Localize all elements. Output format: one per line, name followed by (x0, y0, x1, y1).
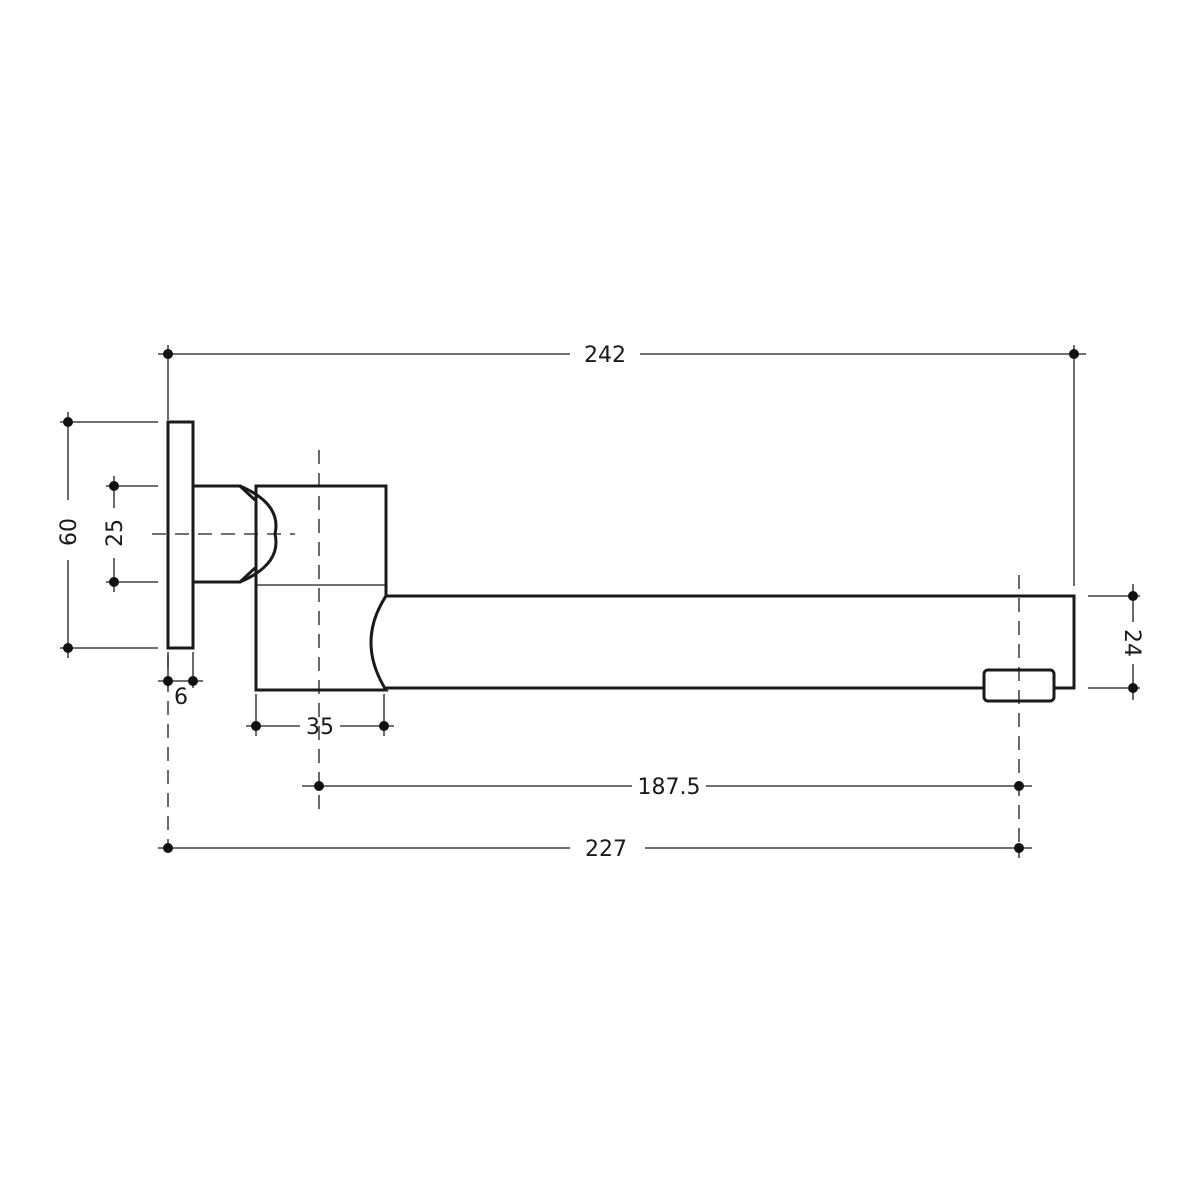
dim-label-connector-height: 25 (103, 519, 128, 547)
dim-endpoint (1069, 349, 1079, 359)
spout-outline (166, 420, 1076, 703)
dim-label-spout-height: 24 (1119, 629, 1144, 657)
dimension-flange-thickness: 6 (158, 676, 203, 710)
dim-endpoint (1128, 591, 1138, 601)
dimension-connector-height: 25 (103, 476, 128, 592)
dimension-axis-to-outlet: 187.5 (302, 775, 1032, 800)
dim-label-flange-height: 60 (57, 518, 82, 546)
dim-endpoint (109, 577, 119, 587)
dim-endpoint (251, 721, 261, 731)
dim-endpoint (1128, 683, 1138, 693)
dim-endpoint (63, 643, 73, 653)
body-block (254, 484, 389, 692)
dim-endpoint (188, 676, 198, 686)
dim-label-overall-length: 242 (584, 343, 626, 368)
dimension-overall-length: 242 (158, 343, 1086, 368)
dim-endpoint (63, 417, 73, 427)
dimension-spout-height: 24 (1119, 584, 1144, 700)
dim-label-wall-to-outlet: 227 (585, 837, 627, 862)
dim-label-flange-thickness: 6 (174, 685, 188, 710)
dimension-wall-to-outlet: 227 (158, 837, 1032, 862)
dim-endpoint (163, 843, 173, 853)
dim-endpoint (379, 721, 389, 731)
dim-endpoint (314, 781, 324, 791)
dimension-body-depth: 35 (246, 715, 394, 740)
dim-endpoint (109, 481, 119, 491)
dim-label-body-depth: 35 (306, 715, 334, 740)
spout-pipe (386, 594, 1076, 690)
dim-endpoint (1014, 843, 1024, 853)
wall-flange (166, 420, 195, 650)
extension-lines (60, 345, 1140, 736)
dim-label-axis-to-outlet: 187.5 (638, 775, 701, 800)
center-lines (152, 450, 1020, 858)
dim-endpoint (1014, 781, 1024, 791)
dim-endpoint (163, 676, 173, 686)
dimension-flange-height: 60 (57, 412, 82, 658)
dim-endpoint (163, 349, 173, 359)
